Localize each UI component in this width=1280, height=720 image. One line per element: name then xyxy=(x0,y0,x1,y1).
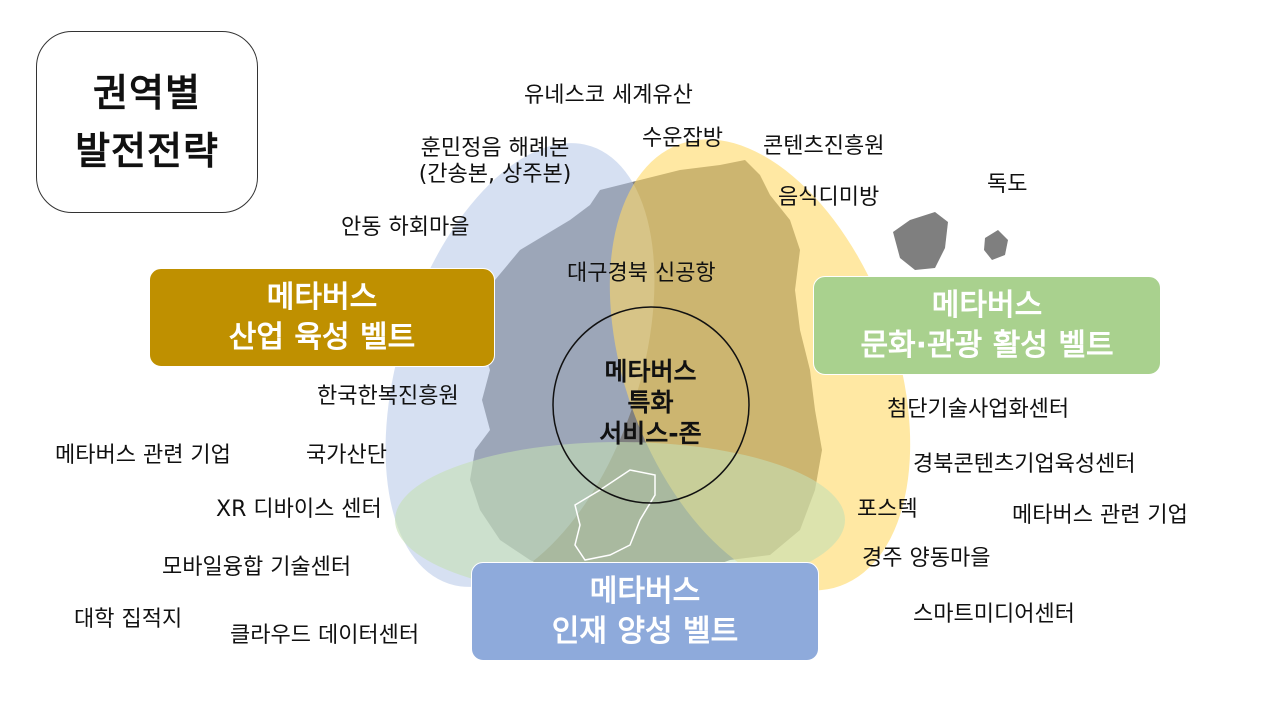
label-national-park: 국가산단 xyxy=(306,443,387,468)
label-xr: XR 디바이스 센터 xyxy=(216,497,382,522)
label-hanbok: 한국한복진흥원 xyxy=(317,384,459,409)
special-zone-line-1: 메타버스 xyxy=(604,357,697,386)
label-mobile: 모바일융합 기술센터 xyxy=(162,555,352,580)
label-advanced-tech: 첨단기술사업화센터 xyxy=(887,397,1070,422)
label-postech: 포스텍 xyxy=(857,497,918,522)
label-smart-media: 스마트미디어센터 xyxy=(913,602,1075,627)
label-dokdo: 독도 xyxy=(987,172,1028,197)
label-hunmin-line-2: (간송본, 상주본) xyxy=(418,162,572,187)
label-suun: 수운잡방 xyxy=(642,126,723,151)
label-content-agency: 콘텐츠진흥원 xyxy=(763,134,885,159)
title-line-1: 권역별 xyxy=(93,71,201,115)
daegu-boundary xyxy=(574,469,656,561)
label-metaverse-firms-left: 메타버스 관련 기업 xyxy=(55,443,231,468)
label-hunmin-line-1: 훈민정음 해례본 xyxy=(420,136,570,161)
talent-belt-box: 메타버스 인재 양성 벨트 xyxy=(471,562,819,661)
label-andong: 안동 하회마을 xyxy=(341,215,470,240)
label-yangdong: 경주 양동마을 xyxy=(862,546,991,571)
industry-belt-line-2: 산업 육성 벨트 xyxy=(228,319,416,355)
label-eumsik: 음식디미방 xyxy=(778,185,880,210)
green-region xyxy=(395,442,845,598)
ulleungdo-island xyxy=(893,212,948,270)
industry-belt-box: 메타버스 산업 육성 벨트 xyxy=(149,268,495,367)
special-zone-line-3: 서비스-존 xyxy=(599,419,702,448)
label-hunmin: 훈민정음 해례본 (간송본, 상주본) xyxy=(395,136,595,188)
industry-belt-line-1: 메타버스 xyxy=(266,279,378,315)
title-box: 권역별 발전전략 xyxy=(36,31,258,213)
title-line-2: 발전전략 xyxy=(75,129,219,173)
label-airport: 대구경북 신공항 xyxy=(567,261,716,286)
talent-belt-line-2: 인재 양성 벨트 xyxy=(551,613,739,649)
talent-belt-line-1: 메타버스 xyxy=(589,573,701,609)
special-zone-circle xyxy=(552,306,750,504)
culture-belt-line-2: 문화·관광 활성 벨트 xyxy=(860,327,1114,363)
culture-belt-box: 메타버스 문화·관광 활성 벨트 xyxy=(813,276,1161,375)
label-gb-content: 경북콘텐츠기업육성센터 xyxy=(913,452,1136,477)
label-metaverse-firms-right: 메타버스 관련 기업 xyxy=(1012,503,1188,528)
culture-belt-line-1: 메타버스 xyxy=(931,287,1043,323)
special-zone-line-2: 특화 xyxy=(627,388,674,417)
label-unesco: 유네스코 세계유산 xyxy=(524,83,693,108)
dokdo-island xyxy=(984,230,1008,260)
label-university: 대학 집적지 xyxy=(74,607,183,632)
label-cloud: 클라우드 데이터센터 xyxy=(230,623,420,648)
special-zone-label: 메타버스 특화 서비스-존 xyxy=(553,356,748,449)
